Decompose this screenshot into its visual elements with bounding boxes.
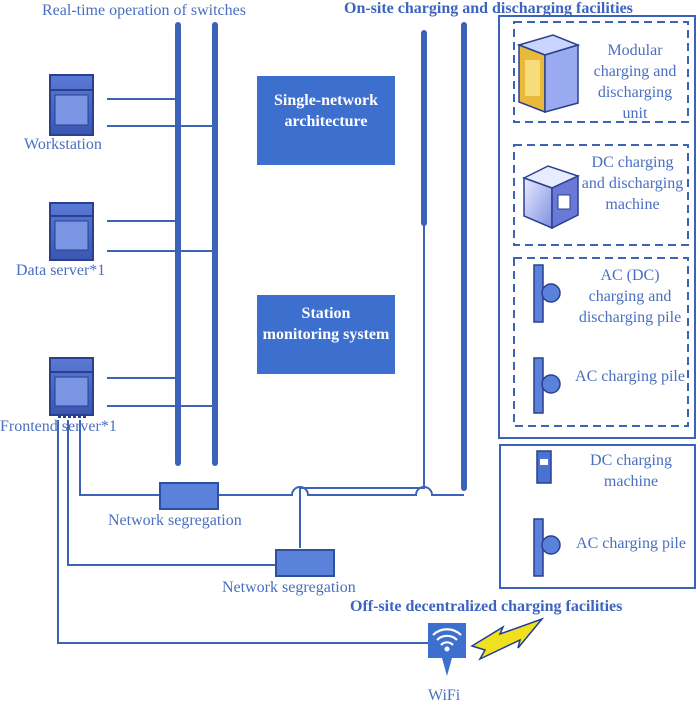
network-segregation-label-1: Network segregation — [108, 512, 242, 529]
offsite-title: Off-site decentralized charging faciliti… — [350, 598, 623, 615]
single-network-box — [257, 76, 395, 165]
connection-lines — [57, 98, 464, 644]
switches-title: Real-time operation of switches — [42, 2, 246, 19]
pile-group — [513, 257, 689, 427]
modular-unit-icon — [516, 34, 581, 114]
single-network-label: Single-network architecture — [274, 92, 378, 130]
workstation-icon — [49, 74, 94, 136]
offsite-device-label-dc-machine: DC charging machine — [590, 452, 672, 490]
onsite-facilities-frame — [498, 15, 696, 439]
offsite-facilities-frame — [499, 444, 696, 589]
data-server-icon — [49, 202, 94, 261]
charging-pile-icon-1 — [533, 264, 561, 323]
station-monitoring-box — [257, 295, 395, 374]
dc-charger-icon — [536, 450, 552, 484]
dc-machine-group — [513, 144, 689, 246]
frontend-server-label: Frontend server*1 — [0, 418, 117, 435]
offsite-device-label-ac-pile: AC charging pile — [576, 535, 686, 552]
wireless-bolt-icon — [470, 617, 545, 661]
station-monitoring-label: Station monitoring system — [262, 305, 390, 343]
network-segregation-label-2: Network segregation — [222, 579, 356, 596]
modular-unit-group — [513, 21, 689, 123]
onsite-device-label-modular: Modular charging and discharging unit — [593, 42, 677, 122]
onsite-title: On-site charging and discharging facilit… — [344, 0, 633, 17]
charging-pile-icon-2 — [533, 357, 561, 414]
onsite-device-label-acdc-pile: AC (DC) charging and discharging pile — [578, 267, 682, 326]
wifi-label: WiFi — [428, 687, 461, 704]
data-server-label: Data server*1 — [16, 262, 106, 279]
network-segregation-device-1 — [159, 482, 219, 510]
onsite-device-label-ac-pile: AC charging pile — [575, 368, 685, 385]
switch-buses — [175, 22, 467, 491]
network-segregation-device-2 — [275, 549, 335, 577]
charging-pile-icon-3 — [533, 518, 561, 577]
workstation-label: Workstation — [24, 136, 102, 153]
onsite-device-label-dc-machine: DC charging and discharging machine — [581, 154, 684, 213]
frontend-server-icon — [49, 357, 94, 418]
wifi-icon — [428, 623, 466, 676]
dc-machine-icon — [522, 165, 581, 230]
